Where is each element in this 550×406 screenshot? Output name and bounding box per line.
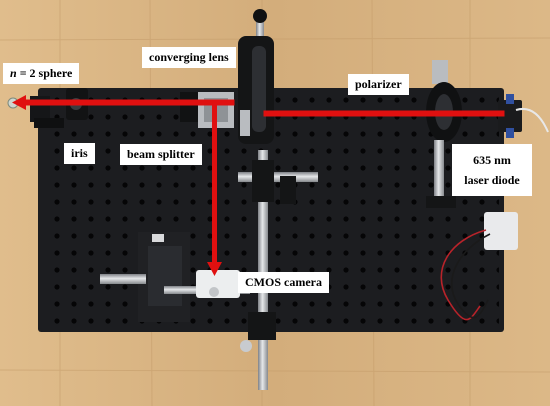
label-converging-lens: converging lens: [142, 47, 236, 68]
label-sphere-rest: = 2 sphere: [16, 66, 73, 80]
label-beam-splitter-text: beam splitter: [127, 147, 195, 161]
label-laser-diode: 635 nm laser diode: [452, 144, 532, 196]
label-sphere: n = 2 sphere: [3, 63, 80, 84]
center-rail: [238, 150, 318, 390]
label-sphere-n: n: [10, 66, 17, 80]
label-laser-line1: 635 nm: [473, 153, 511, 167]
label-polarizer-text: polarizer: [355, 77, 402, 91]
label-cmos-camera: CMOS camera: [238, 272, 329, 293]
label-laser-line2: laser diode: [464, 173, 520, 187]
beam-down-arrowhead: [207, 262, 222, 276]
beam-left-segment: [21, 99, 235, 106]
laser-driver: [440, 212, 518, 321]
label-converging-lens-text: converging lens: [149, 50, 229, 64]
label-cmos-camera-text: CMOS camera: [245, 275, 322, 289]
converging-lens: [238, 9, 274, 144]
beam-down-segment: [212, 104, 217, 266]
laser-beam: [12, 95, 505, 276]
label-iris-text: iris: [71, 146, 88, 160]
translation-stage: [100, 232, 250, 322]
label-polarizer: polarizer: [348, 74, 409, 95]
cmos-camera: [196, 270, 240, 298]
label-iris: iris: [64, 143, 95, 164]
label-beam-splitter: beam splitter: [120, 144, 202, 165]
laser-diode: [498, 94, 549, 138]
beam-right-segment: [263, 110, 505, 117]
beam-left-arrowhead: [12, 95, 26, 110]
